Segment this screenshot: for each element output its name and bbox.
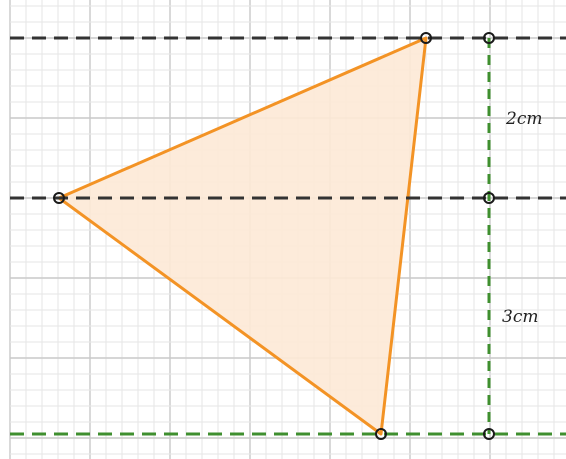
triangle-vertex-left	[53, 192, 65, 204]
measure-label-upper: 2cm	[505, 109, 542, 129]
triangle-vertex-top	[420, 32, 432, 44]
measure-label-lower: 3cm	[502, 307, 538, 327]
measure-point-bottom	[483, 428, 495, 440]
triangle	[57, 36, 428, 436]
measure-point-top	[483, 32, 495, 44]
triangle-vertex-bottom	[375, 428, 387, 440]
measure-point-middle	[483, 192, 495, 204]
